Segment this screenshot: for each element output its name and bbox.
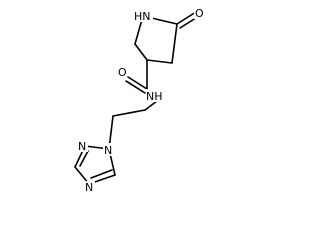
bond-ch2a-ch2b: [112, 109, 146, 117]
amide-nh-label: NH: [146, 90, 163, 103]
bond-c4-c5: [134, 43, 148, 61]
bond-carbonyl-double-1: [176, 11, 197, 25]
bond-amide-double-1: [127, 76, 148, 90]
amide-o-label: O: [118, 66, 127, 79]
bond-c2-c3: [171, 23, 178, 64]
carbonyl-o-label: O: [195, 7, 204, 20]
amide-o-label-bg: [117, 67, 127, 79]
triazole-n4-label: N: [85, 181, 93, 194]
triazole-n4-label-bg: [84, 181, 95, 193]
triazole-n1-label-bg: [103, 143, 114, 156]
ring-nh-label: HN: [134, 10, 151, 23]
molecule-structure-diagram: HN O O NH N N N: [74, 7, 204, 194]
carbonyl-o-label-bg: [194, 7, 204, 19]
bond-amide-double-2: [125, 80, 146, 94]
amide-nh-label-bg: [146, 89, 166, 102]
ring-nh-label-bg: [133, 8, 153, 22]
bond-nh-ch2a: [144, 100, 158, 111]
triazole-n2-label: N: [78, 140, 86, 153]
bond-c3-n2-inner: [79, 150, 89, 167]
bond-c5-n4-inner: [90, 169, 113, 179]
triazole-n1-label: N: [104, 144, 112, 157]
triazole-n2-label-bg: [77, 139, 88, 152]
bond-c3-c4: [146, 59, 173, 64]
